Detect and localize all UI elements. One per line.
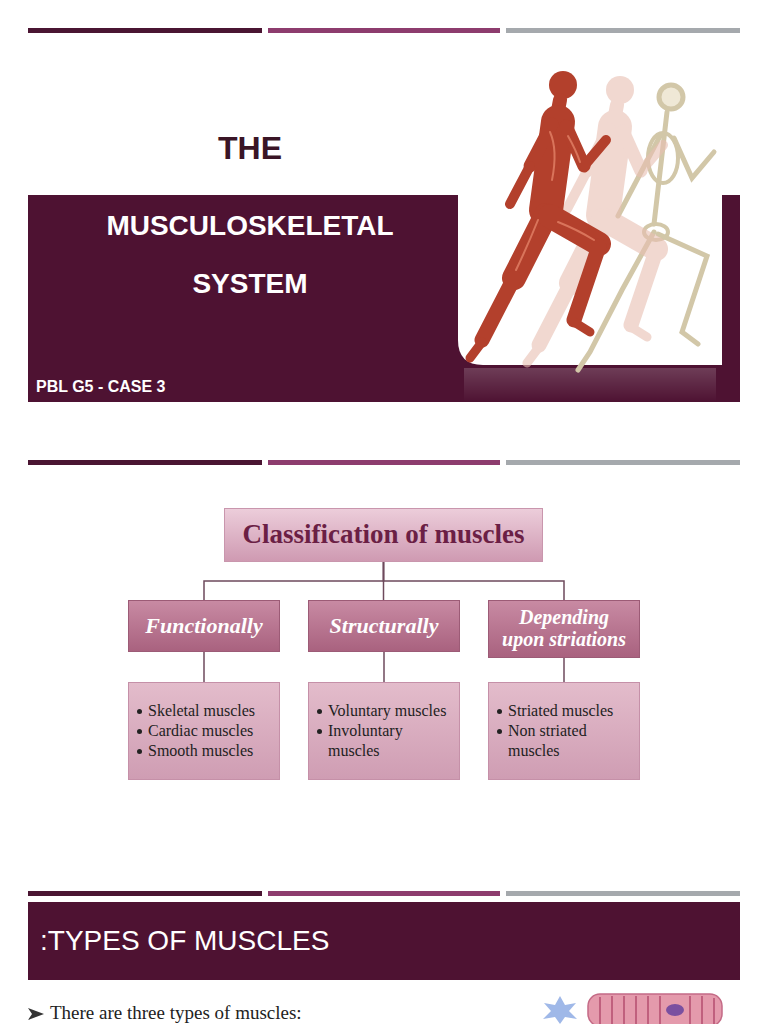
title-text: MUSCULOSKELETAL SYSTEM [70, 197, 430, 313]
connector-line [563, 658, 565, 682]
connector-line [203, 652, 205, 682]
striation [659, 996, 661, 1024]
striation [701, 996, 703, 1024]
nucleus [666, 1004, 684, 1016]
starburst [543, 996, 577, 1024]
bullet-dot [137, 709, 142, 714]
top-bars [28, 28, 740, 33]
section-band: :TYPES OF MUSCLES [28, 902, 740, 980]
bullet-dot [137, 749, 142, 754]
text-wrap: Functionally [145, 614, 262, 638]
list-row: Involuntary muscles [317, 721, 453, 761]
spine [654, 112, 667, 224]
highlight [550, 132, 555, 180]
list-wrap: Skeletal musclesCardiac musclesSmooth mu… [137, 701, 273, 761]
list-box: Skeletal musclesCardiac musclesSmooth mu… [128, 682, 280, 780]
bar [506, 28, 740, 33]
title-word: THE [150, 128, 350, 168]
list-item: Skeletal muscles [148, 701, 273, 721]
list-row: Voluntary muscles [317, 701, 453, 721]
connector-line [383, 652, 385, 682]
list-item: Smooth muscles [148, 741, 273, 761]
striation [623, 996, 625, 1024]
list-box: Voluntary musclesInvoluntary muscles [308, 682, 460, 780]
category-text: Functionally [145, 614, 262, 638]
bar [28, 28, 262, 33]
connector-line [204, 562, 384, 600]
bullet-dot [497, 709, 502, 714]
list-item: Striated muscles [508, 701, 633, 721]
heading-box: Classification of muscles [224, 508, 543, 562]
top-bars [28, 460, 740, 465]
list-wrap: Voluntary musclesInvoluntary muscles [317, 701, 453, 761]
text-wrap: Classification of muscles [243, 519, 525, 550]
bullet-arrow [28, 1008, 44, 1020]
striation [611, 996, 613, 1024]
highlight [568, 136, 580, 162]
subtitle-text: PBL G5 - CASE 3 [36, 377, 166, 397]
title-band: MUSCULOSKELETAL SYSTEM PBL G5 - CASE 3 [28, 195, 740, 402]
highlight [516, 220, 538, 270]
muscle-highlights [516, 132, 594, 270]
bullet-dot [317, 729, 322, 734]
reflection [464, 368, 716, 402]
category-box: Depending upon striations [488, 600, 640, 658]
list-row: Non striated muscles [497, 721, 633, 761]
striation [689, 996, 691, 1024]
highlight [558, 222, 594, 240]
bar [268, 891, 500, 896]
heading-text: Classification of muscles [243, 519, 525, 550]
bullet-dot [137, 729, 142, 734]
list-row: Striated muscles [497, 701, 633, 721]
picture-card [458, 40, 722, 365]
striation [647, 996, 649, 1024]
top-bars [28, 891, 740, 896]
muscle-fiber [588, 994, 722, 1024]
bar [28, 891, 262, 896]
text-wrap: Depending upon striations [497, 607, 631, 650]
category-text: Structurally [330, 614, 439, 638]
list-wrap: Striated musclesNon striated muscles [497, 701, 633, 761]
list-item: Non striated muscles [508, 721, 633, 761]
muscle-cell-picture [543, 994, 722, 1024]
striation [713, 998, 715, 1024]
list-row: Skeletal muscles [137, 701, 273, 721]
category-box: Structurally [308, 600, 460, 652]
connector-line [384, 562, 565, 600]
text-wrap: Structurally [330, 614, 439, 638]
striation [635, 996, 637, 1024]
bullet-dot [317, 709, 322, 714]
bar [28, 460, 262, 465]
bullet-arrow [28, 1008, 44, 1020]
arm-bone [674, 138, 714, 178]
bar [506, 891, 740, 896]
list-item: Involuntary muscles [328, 721, 453, 761]
list-row: Smooth muscles [137, 741, 273, 761]
runners-illustration [458, 40, 740, 404]
bar [506, 460, 740, 465]
bar [268, 460, 500, 465]
striations [600, 996, 714, 1024]
bullet-dot [497, 729, 502, 734]
list-item: Cardiac muscles [148, 721, 273, 741]
category-box: Functionally [128, 600, 280, 652]
bullet-text: There are three types of muscles: [50, 1002, 550, 1024]
list-row: Cardiac muscles [137, 721, 273, 741]
section-title: :TYPES OF MUSCLES [40, 924, 329, 958]
muscle-figure [470, 71, 606, 358]
category-text: Depending upon striations [497, 607, 631, 650]
list-item: Voluntary muscles [328, 701, 453, 721]
bar [268, 28, 500, 33]
striation [599, 997, 601, 1024]
list-box: Striated musclesNon striated muscles [488, 682, 640, 780]
skull [659, 85, 683, 109]
